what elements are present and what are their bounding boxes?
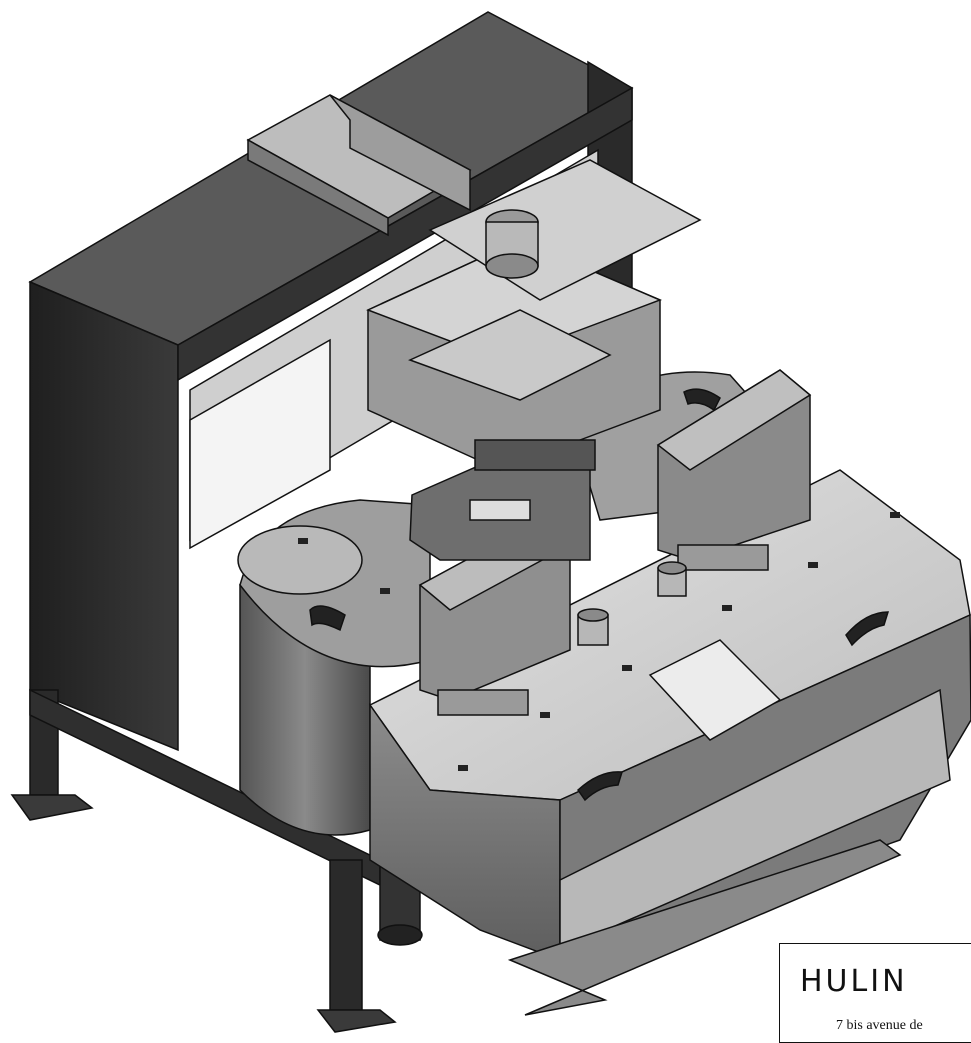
- right-motor-cover: [656, 369, 812, 571]
- hinge-icon: [298, 512, 900, 771]
- sample-cups: [577, 561, 687, 646]
- clamp-icon: [469, 499, 531, 521]
- handle-icon: [309, 605, 346, 632]
- left-drum: [237, 499, 431, 836]
- company-name: HULIN: [800, 964, 908, 999]
- front-hopper: [368, 469, 971, 1016]
- handle-icon: [845, 611, 890, 647]
- title-block: HULIN 7 bis avenue de: [779, 943, 971, 1043]
- top-slide-rail: [246, 94, 702, 301]
- company-address: 7 bis avenue de: [836, 1018, 923, 1033]
- frame-legs: [10, 688, 423, 1033]
- handle-icon: [577, 771, 623, 802]
